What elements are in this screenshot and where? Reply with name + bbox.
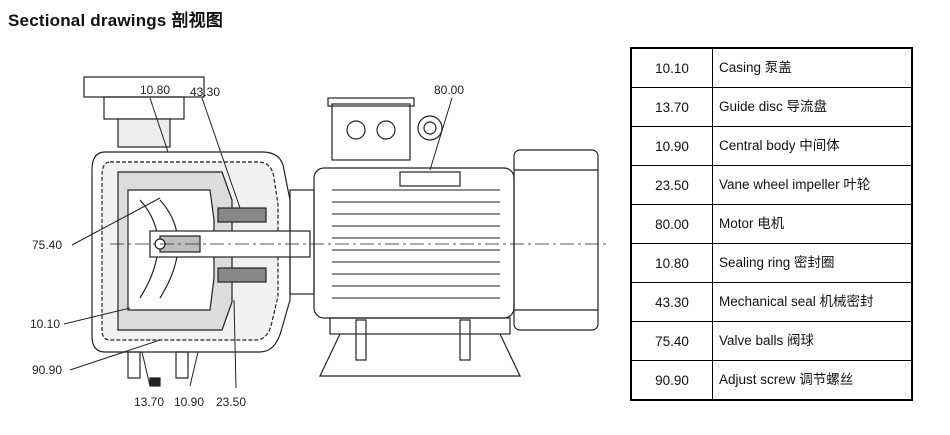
callout-80-00: 80.00 [434,83,464,97]
pump-casing [91,151,291,353]
callout-13-70: 13.70 [134,395,164,409]
part-code: 10.80 [630,243,713,283]
part-code: 23.50 [630,165,713,205]
part-description: Casing 泵盖 [712,47,913,88]
callout-10-80: 10.80 [140,83,170,97]
mechanical-seal [217,207,267,223]
callout-10-10: 10.10 [30,317,60,331]
table-row: 23.50 Vane wheel impeller 叶轮 [630,165,913,205]
table-row: 10.90 Central body 中间体 [630,126,913,166]
table-row: 13.70 Guide disc 导流盘 [630,87,913,127]
sectional-drawing: 10.80 43.30 80.00 75.40 10.10 90.90 13.7… [30,76,608,409]
terminal-box [331,103,411,161]
callout-10-90: 10.90 [174,395,204,409]
part-description: Vane wheel impeller 叶轮 [712,165,913,205]
part-description: Central body 中间体 [712,126,913,166]
callout-23-50: 23.50 [216,395,246,409]
part-description: Guide disc 导流盘 [712,87,913,127]
callout-90-90: 90.90 [32,363,62,377]
part-code: 10.90 [630,126,713,166]
part-description: Mechanical seal 机械密封 [712,282,913,322]
table-row: 43.30 Mechanical seal 机械密封 [630,282,913,322]
table-row: 90.90 Adjust screw 调节螺丝 [630,360,913,401]
motor-feet [329,317,511,335]
table-row: 80.00 Motor 电机 [630,204,913,244]
callout-75-40: 75.40 [32,238,62,252]
part-code: 13.70 [630,87,713,127]
table-row: 10.10 Casing 泵盖 [630,47,913,88]
part-code: 10.10 [630,47,713,88]
part-description: Valve balls 阀球 [712,321,913,361]
callout-43-30: 43.30 [190,85,220,99]
part-code: 90.90 [630,360,713,401]
page-title: Sectional drawings 剖视图 [8,11,224,30]
table-row: 75.40 Valve balls 阀球 [630,321,913,361]
part-description: Motor 电机 [712,204,913,244]
part-code: 43.30 [630,282,713,322]
motor-fan-cover [513,149,599,331]
part-description: Adjust screw 调节螺丝 [712,360,913,401]
part-code: 75.40 [630,321,713,361]
parts-table: 10.10 Casing 泵盖 13.70 Guide disc 导流盘 10.… [630,47,913,401]
part-description: Sealing ring 密封圈 [712,243,913,283]
table-row: 10.80 Sealing ring 密封圈 [630,243,913,283]
part-code: 80.00 [630,204,713,244]
